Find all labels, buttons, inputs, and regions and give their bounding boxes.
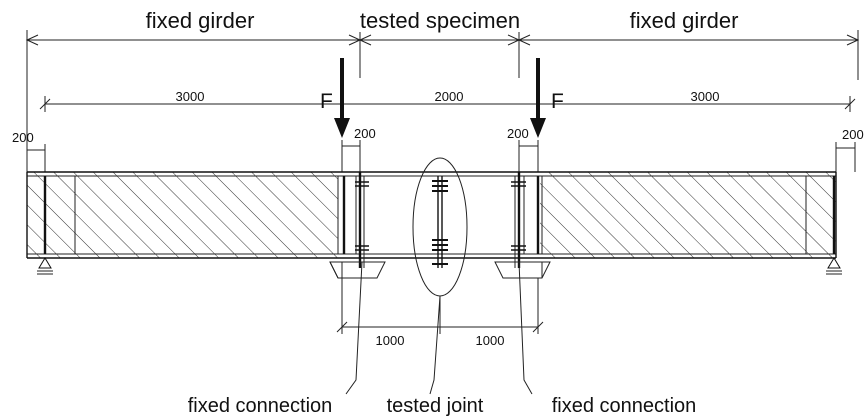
label-fixed-girder-left: fixed girder (146, 8, 255, 33)
dim-span-middle: 2000 (435, 89, 464, 104)
dim-bottom-left: 1000 (376, 333, 405, 348)
dim-bearing-far-left: 200 (12, 130, 34, 145)
dim-bearing-inner-left: 200 (354, 126, 376, 141)
dim-bottom-right: 1000 (476, 333, 505, 348)
tested-joint-ellipse (412, 157, 468, 297)
load-block-left (329, 261, 386, 279)
bearing-dimensions (26, 140, 856, 172)
label-tested-specimen: tested specimen (360, 8, 520, 33)
load-block-right (494, 261, 551, 279)
bolts-fixed-connection-left (355, 181, 369, 251)
load-arrow-left (334, 58, 350, 138)
dim-span-right: 3000 (691, 89, 720, 104)
bottom-dimension-line (336, 278, 544, 334)
leader-lines (345, 261, 533, 395)
region-dimension-line (25, 30, 860, 160)
label-fixed-connection-right: fixed connection (552, 395, 697, 417)
load-arrow-right (530, 58, 546, 138)
roller-support-right (826, 257, 842, 275)
dim-bearing-far-right: 200 (842, 127, 864, 142)
load-label-left: F (320, 90, 333, 113)
span-dimension-line (39, 96, 856, 112)
tested-joint-plates (432, 176, 448, 268)
dim-bearing-inner-right: 200 (507, 126, 529, 141)
load-label-right: F (551, 90, 564, 113)
dim-span-left: 3000 (176, 89, 205, 104)
bolts-fixed-connection-right (511, 181, 526, 251)
label-fixed-girder-right: fixed girder (630, 8, 739, 33)
label-fixed-connection-left: fixed connection (188, 395, 333, 417)
beam (26, 171, 837, 268)
label-tested-joint: tested joint (387, 395, 484, 417)
roller-support-left (37, 257, 53, 275)
